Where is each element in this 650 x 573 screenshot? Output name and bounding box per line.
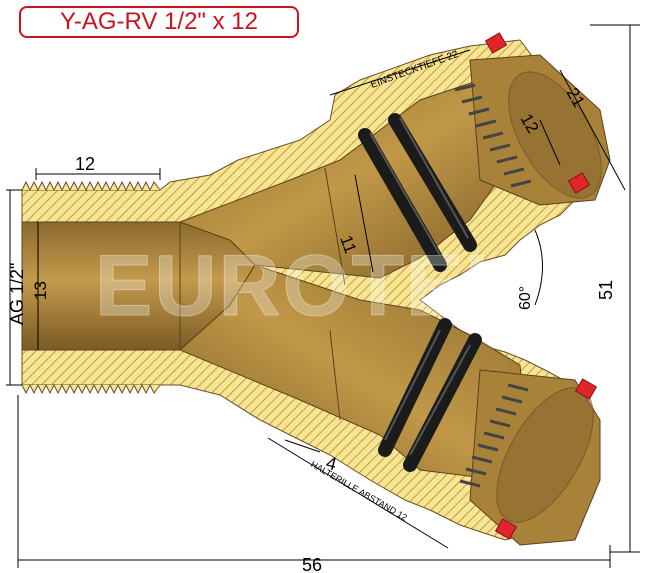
dim-inner-bore: 13 — [31, 281, 50, 300]
dim-height: 51 — [596, 280, 616, 300]
lower-pipe-insert — [378, 318, 601, 546]
watermark-text: EUROTEK — [95, 238, 529, 334]
dim-thread-length: 12 — [75, 154, 95, 174]
upper-pipe-insert — [358, 32, 611, 272]
dim-thread-label: AG 1/2" — [7, 263, 27, 325]
product-title: Y-AG-RV 1/2" x 12 — [60, 8, 258, 35]
dim-total-length: 56 — [302, 555, 322, 573]
dim-angle: 60° — [517, 286, 534, 310]
title-box: Y-AG-RV 1/2" x 12 — [19, 6, 299, 38]
dim-branch-bore: 11 — [336, 233, 360, 256]
dimension-lines — [6, 24, 640, 568]
dim-groove-width: 4 — [324, 453, 339, 475]
